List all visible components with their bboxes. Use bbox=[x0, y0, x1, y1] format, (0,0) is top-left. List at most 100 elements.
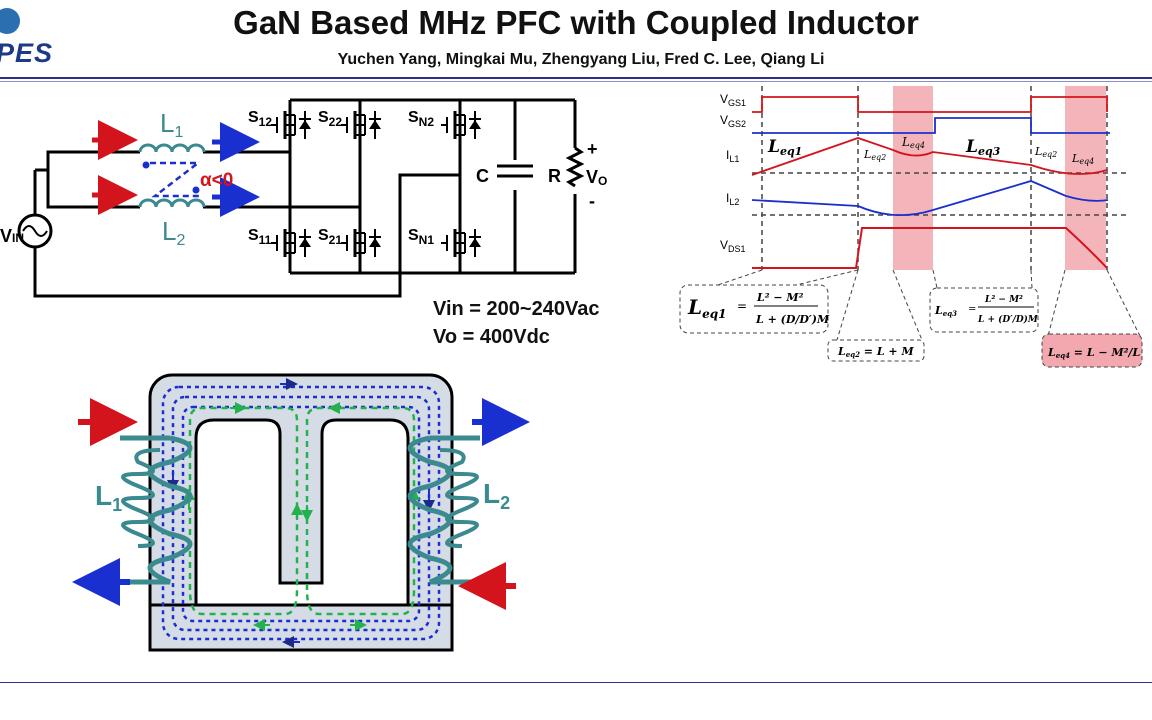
core-l2-sub: 2 bbox=[500, 493, 510, 513]
eq3-numerator: L² − M² bbox=[984, 295, 1023, 305]
sn2-sub: N2 bbox=[419, 115, 435, 129]
eq2-lhs: L bbox=[837, 345, 846, 358]
top-rule bbox=[0, 77, 1152, 79]
highlight-band-2 bbox=[1065, 86, 1106, 270]
coupled-inductor-coils bbox=[138, 143, 206, 208]
eq3-lhs: L bbox=[934, 304, 943, 317]
logo-text: PES bbox=[0, 38, 54, 68]
resistor-label: R bbox=[548, 166, 561, 186]
s11-sub: 11 bbox=[259, 233, 272, 247]
sn1-sub: N1 bbox=[419, 233, 435, 247]
svg-text:SN2: SN2 bbox=[408, 109, 434, 129]
region-sub-a: eq1 bbox=[780, 145, 802, 158]
equation-box-eq3: Leq3 = L² − M² L + (D′/D)M bbox=[929, 287, 1039, 333]
mosfet-s12-icon bbox=[269, 109, 313, 141]
il1-sub: L1 bbox=[729, 154, 739, 164]
region-label-c: L bbox=[901, 135, 910, 149]
il1-trace bbox=[751, 137, 1108, 176]
svg-text:Leq2: Leq2 bbox=[863, 148, 886, 162]
vin-sub: IN bbox=[12, 231, 24, 245]
s12-sub: 12 bbox=[259, 115, 273, 129]
vo-plus-label: + bbox=[587, 139, 598, 159]
eq1-lhs-sub: eq1 bbox=[702, 307, 726, 321]
svg-text:L1: L1 bbox=[160, 108, 183, 141]
sn2-label: S bbox=[408, 109, 419, 126]
svg-text:L2: L2 bbox=[162, 216, 185, 249]
magnetic-core bbox=[148, 373, 454, 652]
svg-text:Leq4 = L − M²/L: Leq4 = L − M²/L bbox=[1047, 346, 1140, 360]
vds1-trace bbox=[752, 227, 1108, 269]
il2-trace bbox=[751, 180, 1109, 217]
eq3-denominator: L + (D′/D)M bbox=[977, 314, 1039, 325]
svg-text:IL1: IL1 bbox=[726, 148, 739, 164]
equation-box-eq4: Leq4 = L − M²/L bbox=[1041, 333, 1143, 368]
vo-sub: O bbox=[598, 174, 607, 188]
core-l2-label: L bbox=[483, 478, 500, 509]
region-label-e: L bbox=[1034, 145, 1042, 158]
svg-text:Leq3: Leq3 bbox=[965, 137, 1001, 158]
dot-marker-l1 bbox=[142, 161, 150, 169]
slide-title: GaN Based MHz PFC with Coupled Inductor bbox=[233, 4, 919, 41]
vgs2-trace bbox=[752, 117, 1110, 134]
svg-text:L1: L1 bbox=[95, 480, 122, 515]
svg-text:Leq1: Leq1 bbox=[687, 295, 726, 321]
region-label-b: L bbox=[863, 148, 871, 161]
l1-sub: 1 bbox=[174, 124, 183, 141]
svg-text:L2: L2 bbox=[483, 478, 510, 513]
spec-vo: Vo = 400Vdc bbox=[433, 326, 550, 348]
svg-text:Leq4: Leq4 bbox=[1071, 152, 1094, 166]
region-sub-e: eq2 bbox=[1042, 150, 1057, 159]
s11-label: S bbox=[248, 227, 259, 244]
il2-sub: L2 bbox=[729, 197, 739, 207]
svg-text:Leq2 = L + M: Leq2 = L + M bbox=[837, 345, 914, 359]
mosfet-sn1-icon bbox=[439, 227, 483, 259]
vgs1-label: V bbox=[720, 92, 728, 106]
eq4-lhs: L bbox=[1047, 346, 1056, 359]
svg-text:IL2: IL2 bbox=[726, 191, 739, 207]
equation-box-eq1: Leq1 = L² − M² L + (D/D′)M bbox=[679, 284, 830, 334]
resistor-icon bbox=[565, 146, 585, 188]
vo-minus-label: - bbox=[589, 191, 595, 211]
svg-text:=: = bbox=[737, 299, 747, 313]
equation-box-eq2: Leq2 = L + M bbox=[827, 339, 925, 362]
eq1-denominator: L + (D/D′)M bbox=[755, 313, 830, 326]
svg-text:Leq4: Leq4 bbox=[901, 135, 925, 150]
vgs1-sub: GS1 bbox=[728, 98, 746, 108]
s21-sub: 21 bbox=[329, 233, 343, 247]
top-rule-thin bbox=[0, 81, 1152, 82]
eq4-lhs-sub: eq4 bbox=[1056, 351, 1070, 360]
vds1-sub: DS1 bbox=[728, 244, 746, 254]
vo-label: V bbox=[586, 167, 598, 187]
bottom-rule bbox=[0, 682, 1152, 683]
logo: PES bbox=[0, 38, 53, 69]
mosfet-s11-icon bbox=[269, 227, 313, 259]
slide-authors: Yuchen Yang, Mingkai Mu, Zhengyang Liu, … bbox=[337, 51, 825, 68]
vgs2-label: V bbox=[720, 113, 728, 127]
l2-label: L bbox=[162, 216, 176, 246]
l2-input-wire bbox=[46, 170, 140, 209]
l1-label: L bbox=[160, 108, 174, 138]
region-label-f: L bbox=[1071, 152, 1079, 165]
dot-marker-l2 bbox=[192, 186, 200, 194]
region-sub-c: eq4 bbox=[910, 141, 925, 150]
coupling-indicator bbox=[150, 161, 202, 198]
il1-label: I bbox=[726, 148, 729, 162]
vgs2-sub: GS2 bbox=[728, 119, 746, 129]
eq1-lhs: L bbox=[687, 295, 702, 319]
svg-text:VO: VO bbox=[586, 167, 607, 188]
core-l1-sub: 1 bbox=[112, 495, 122, 515]
logo-mark-icon bbox=[0, 8, 20, 34]
region-sub-d: eq3 bbox=[978, 145, 1001, 158]
il2-label: I bbox=[726, 191, 729, 205]
svg-text:Leq1: Leq1 bbox=[767, 137, 802, 158]
eq2-rhs: = L + M bbox=[860, 345, 914, 358]
region-label-a: L bbox=[767, 137, 780, 157]
svg-text:S12: S12 bbox=[248, 109, 272, 129]
s12-label: S bbox=[248, 109, 259, 126]
pfc-circuit bbox=[17, 98, 577, 298]
alpha-label: α<0 bbox=[200, 170, 233, 191]
eq2-lhs-sub: eq2 bbox=[846, 350, 860, 359]
spec-vin: Vin = 200~240Vac bbox=[433, 298, 600, 320]
svg-text:S22: S22 bbox=[318, 109, 342, 129]
